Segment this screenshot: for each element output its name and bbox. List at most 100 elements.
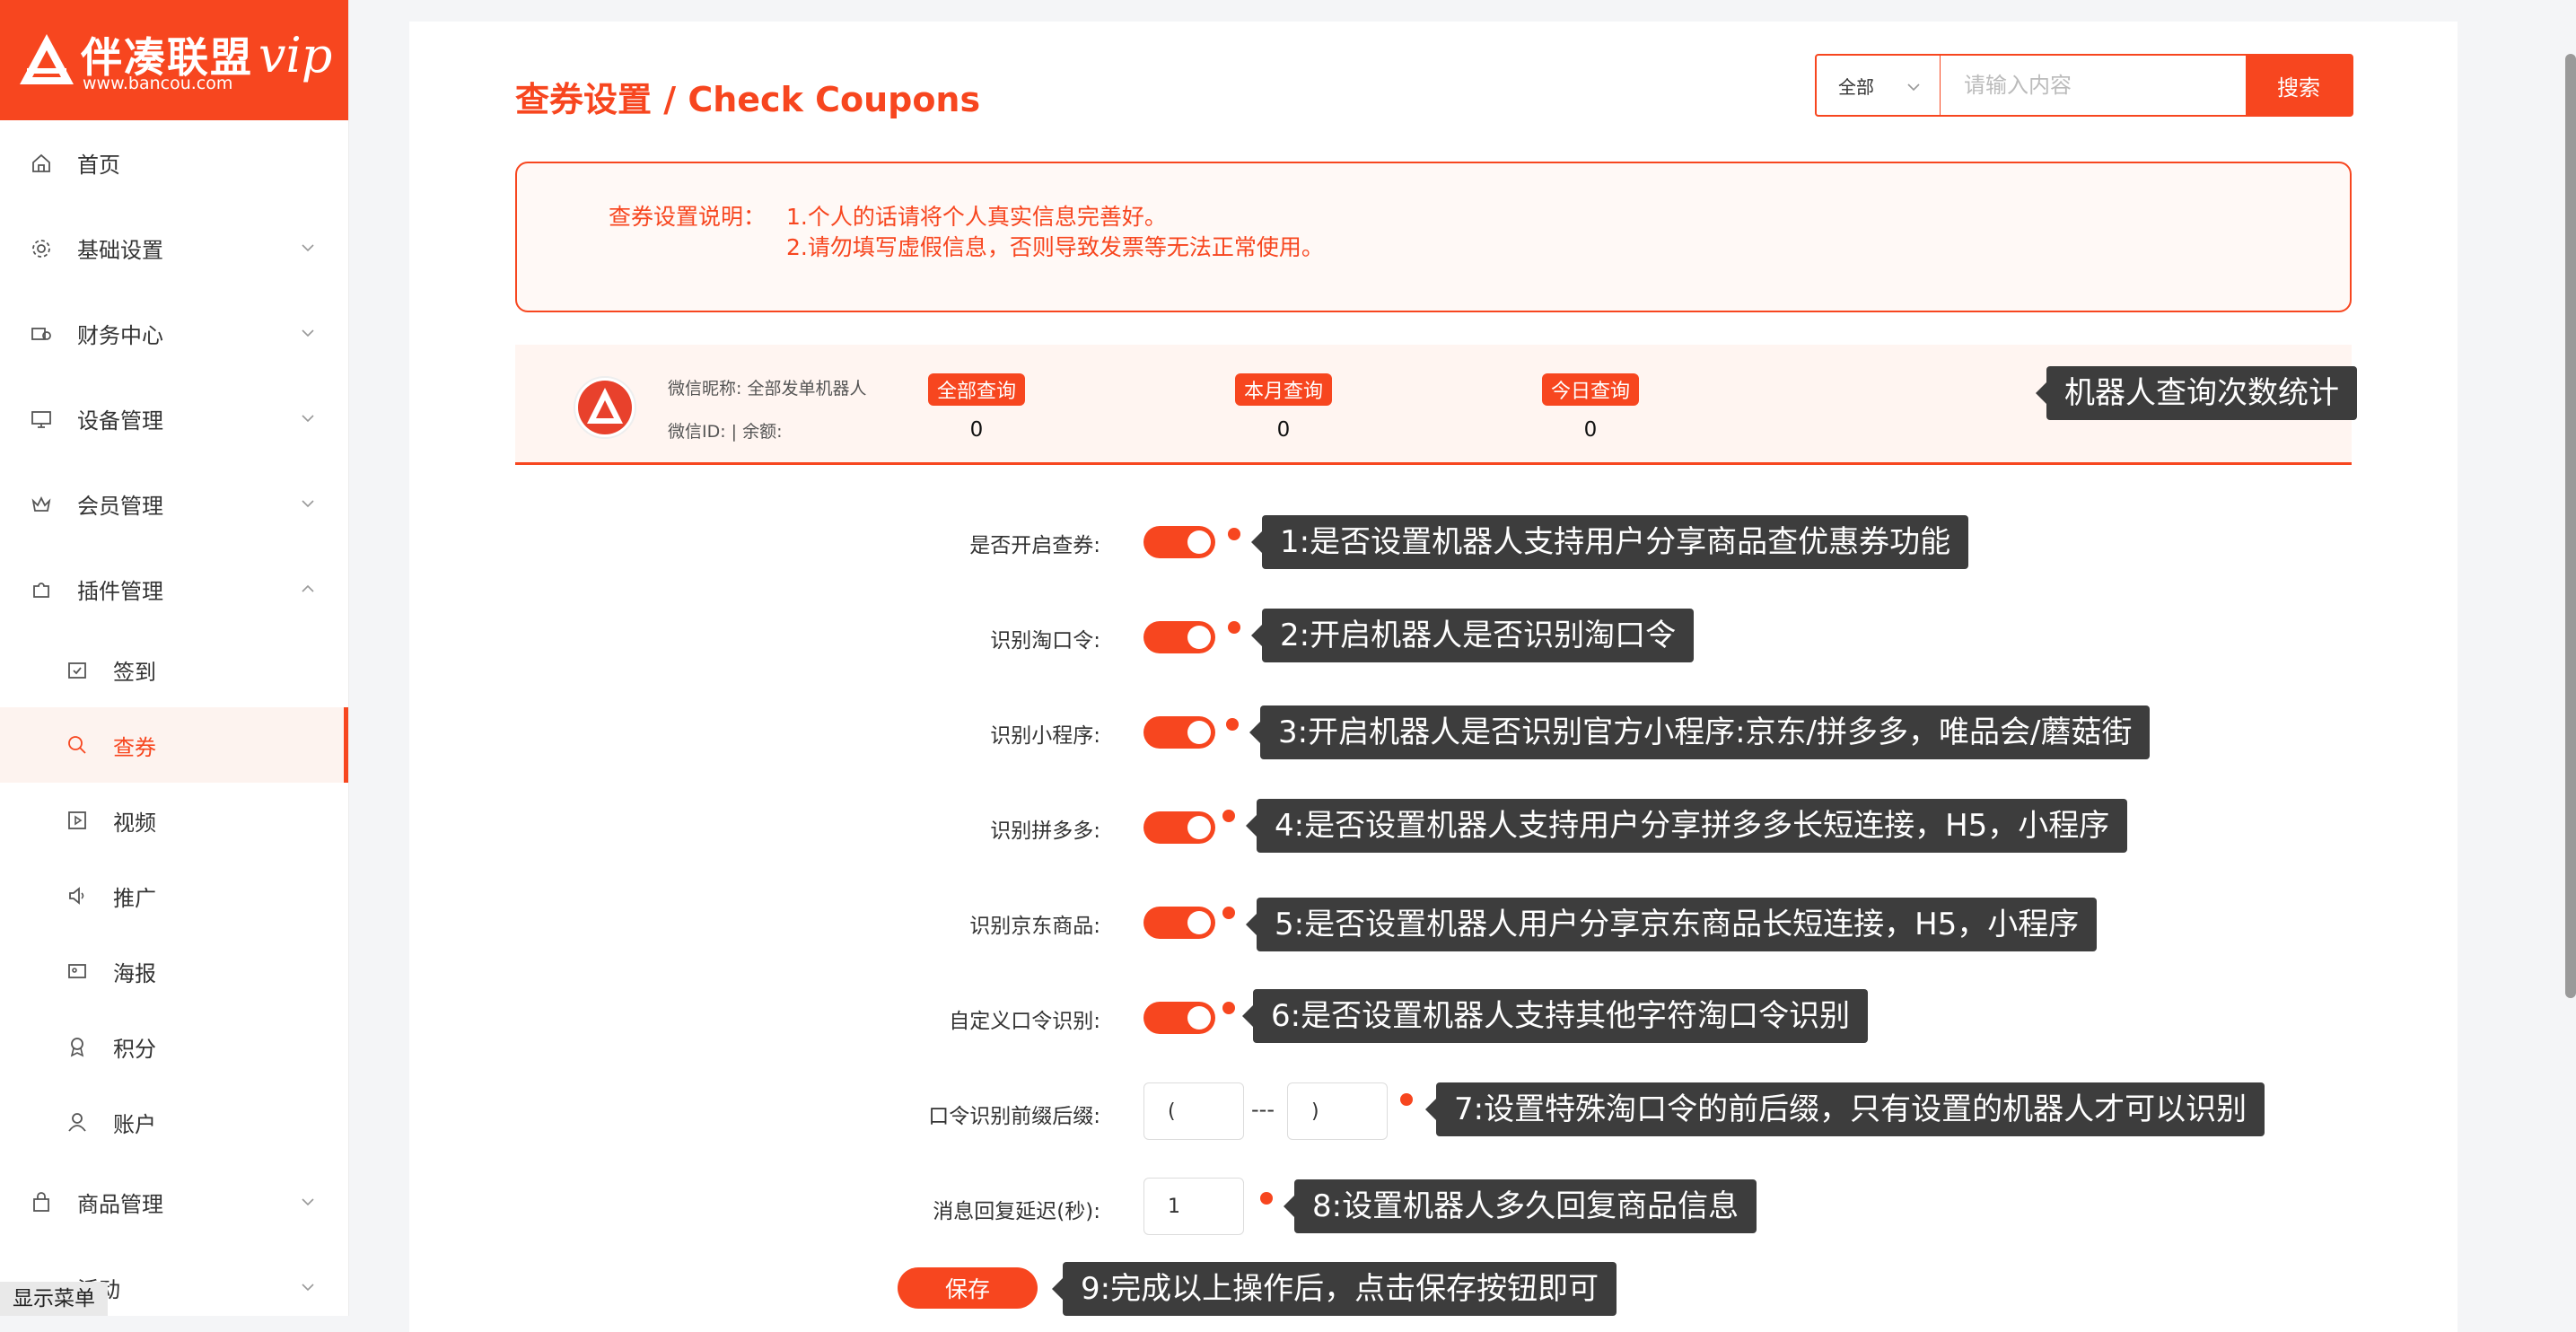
- sidebar-item-members[interactable]: 会员管理: [0, 461, 348, 547]
- chevron-down-icon: [302, 1284, 314, 1292]
- chevron-down-icon: [302, 500, 314, 508]
- mini-program-toggle[interactable]: [1143, 716, 1215, 749]
- sidebar-subitem-label: 积分: [113, 1036, 156, 1062]
- annotation-3: 3:开启机器人是否识别官方小程序:京东/拼多多，唯品会/蘑菇街: [1249, 705, 2151, 759]
- sidebar-subitem-points[interactable]: 积分: [0, 1009, 348, 1084]
- annotation-4: 4:是否设置机器人支持用户分享拼多多长短连接，H5，小程序: [1245, 799, 2128, 853]
- video-icon: [68, 811, 86, 829]
- annotation-stats: 机器人查询次数统计: [2036, 366, 2357, 420]
- coins-icon: [31, 328, 51, 340]
- sidebar-item-label: 商品管理: [77, 1192, 163, 1217]
- sidebar-item-label: 会员管理: [77, 494, 163, 519]
- speaker-icon: [69, 887, 84, 905]
- required-dot: [1222, 907, 1235, 919]
- page-scrollbar[interactable]: [2565, 54, 2576, 998]
- required-dot: [1228, 528, 1240, 540]
- annotation-8: 8:设置机器人多久回复商品信息: [1283, 1179, 1757, 1233]
- search-button[interactable]: 搜索: [2246, 56, 2352, 115]
- sidebar-item-label: 首页: [77, 153, 120, 178]
- annotation-6: 6:是否设置机器人支持其他字符淘口令识别: [1241, 989, 1869, 1043]
- affix-separator: ---: [1251, 1097, 1275, 1122]
- sidebar-item-label: 财务中心: [77, 323, 163, 348]
- required-dot: [1222, 810, 1235, 822]
- stat-month: 本月查询 0: [1221, 373, 1346, 442]
- puzzle-icon: [33, 583, 49, 598]
- sidebar-subitem-label: 视频: [113, 810, 156, 836]
- chevron-down-icon: [302, 415, 314, 423]
- annotation-5: 5:是否设置机器人用户分享京东商品长短连接，H5，小程序: [1245, 898, 2098, 951]
- sidebar-item-label: 设备管理: [77, 408, 163, 434]
- sidebar-item-finance[interactable]: 财务中心: [0, 291, 348, 376]
- sidebar-subitem-account[interactable]: 账户: [0, 1084, 348, 1160]
- annotation-9: 9:完成以上操作后，点击保存按钮即可: [1051, 1262, 1617, 1316]
- brand-url: www.bancou.com: [83, 74, 233, 93]
- gear-icon: [32, 240, 50, 258]
- required-dot: [1226, 718, 1239, 731]
- user-icon: [68, 1113, 86, 1132]
- stat-today-label: 今日查询: [1541, 373, 1639, 406]
- sidebar-item-plugins[interactable]: 插件管理: [0, 547, 348, 632]
- search-icon: [68, 736, 86, 754]
- stat-today-value: 0: [1583, 418, 1598, 442]
- sidebar-item-basic-settings[interactable]: 基础设置: [0, 206, 348, 291]
- sidebar-item-home[interactable]: 首页: [0, 120, 348, 206]
- sidebar-subitem-label: 账户: [113, 1111, 156, 1137]
- sidebar-subitem-promote[interactable]: 推广: [0, 858, 348, 933]
- delay-seconds-input[interactable]: [1143, 1178, 1244, 1235]
- search-input[interactable]: [1941, 56, 2246, 115]
- home-icon: [32, 153, 50, 172]
- required-dot: [1260, 1192, 1273, 1205]
- stat-month-label: 本月查询: [1234, 373, 1332, 406]
- sidebar-item-devices[interactable]: 设备管理: [0, 376, 348, 461]
- sidebar-item-products[interactable]: 商品管理: [0, 1160, 348, 1245]
- enable-coupons-toggle[interactable]: [1143, 526, 1215, 558]
- prefix-input[interactable]: [1143, 1082, 1244, 1140]
- avatar: [574, 376, 636, 439]
- notice-box: 查券设置说明： 1.个人的话请将个人真实信息完善好。 2.请勿填写虚假信息，否则…: [515, 162, 2352, 312]
- page-title: 查券设置 / Check Coupons: [515, 80, 981, 119]
- show-menu-toggle[interactable]: 显示菜单: [0, 1282, 108, 1316]
- wechat-nickname: 微信昵称: 全部发单机器人: [668, 379, 867, 399]
- sidebar-item-label: 基础设置: [77, 238, 163, 263]
- chevron-down-icon: [302, 329, 314, 337]
- stat-total: 全部查询 0: [914, 373, 1039, 442]
- sidebar-nav: 首页 基础设置 财务中心 设备管理 会员管理 插件管理: [0, 120, 348, 1330]
- chevron-up-icon: [302, 584, 314, 592]
- vip-badge: vip: [258, 27, 333, 83]
- jd-goods-toggle[interactable]: [1143, 907, 1215, 939]
- sidebar-subitem-video[interactable]: 视频: [0, 783, 348, 858]
- form-label-pinduoduo: 识别拼多多:: [990, 819, 1100, 843]
- sidebar: 伴凑联盟 www.bancou.com vip 首页 基础设置 财务中心 设备管…: [0, 0, 349, 1316]
- required-dot: [1228, 621, 1240, 634]
- brand-logo[interactable]: 伴凑联盟 www.bancou.com vip: [0, 0, 348, 120]
- stat-total-value: 0: [969, 418, 984, 442]
- required-dot: [1222, 1002, 1235, 1014]
- required-dot: [1400, 1093, 1413, 1106]
- chevron-down-icon: [1907, 83, 1920, 92]
- sidebar-subitem-check-coupons[interactable]: 查券: [0, 707, 348, 783]
- brand-name: 伴凑联盟: [81, 33, 253, 82]
- chevron-down-icon: [302, 1198, 314, 1206]
- stat-today: 今日查询 0: [1528, 373, 1653, 442]
- pinduoduo-toggle[interactable]: [1143, 811, 1215, 844]
- form-label-jd-goods: 识别京东商品:: [969, 915, 1100, 938]
- form-label-custom-code: 自定义口令识别:: [949, 1010, 1100, 1033]
- sidebar-subitem-poster[interactable]: 海报: [0, 933, 348, 1009]
- taobao-code-toggle[interactable]: [1143, 621, 1215, 653]
- search-scope-select[interactable]: 全部: [1817, 56, 1941, 115]
- custom-code-toggle[interactable]: [1143, 1002, 1215, 1034]
- suffix-input[interactable]: [1287, 1082, 1388, 1140]
- sidebar-subitem-signin[interactable]: 签到: [0, 632, 348, 707]
- main-panel: 查券设置 / Check Coupons 全部 搜索 查券设置说明： 1.个人的…: [409, 22, 2458, 1332]
- bag-icon: [33, 1192, 49, 1212]
- notice-line-2: 2.请勿填写虚假信息，否则导致发票等无法正常使用。: [786, 234, 1324, 260]
- form-label-mini-program: 识别小程序:: [990, 724, 1100, 748]
- calendar-check-icon: [68, 662, 86, 679]
- save-button[interactable]: 保存: [898, 1267, 1038, 1309]
- search-scope-value: 全部: [1838, 75, 1874, 98]
- annotation-1: 1:是否设置机器人支持用户分享商品查优惠券功能: [1250, 515, 1969, 569]
- notice-label: 查券设置说明：: [609, 204, 767, 230]
- wechat-id-balance: 微信ID: | 余额:: [668, 422, 783, 442]
- annotation-7: 7:设置特殊淘口令的前后缀，只有设置的机器人才可以识别: [1424, 1082, 2265, 1136]
- logo-mark-icon: [20, 34, 74, 84]
